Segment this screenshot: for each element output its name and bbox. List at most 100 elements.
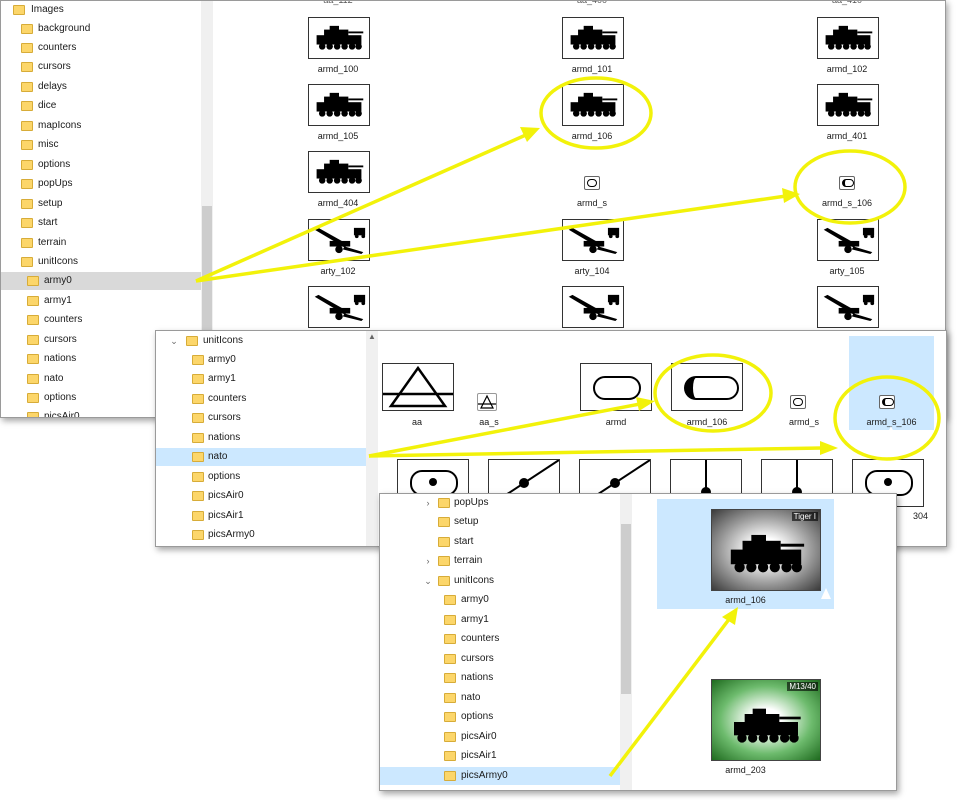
tree-item-options[interactable]: options (1, 156, 201, 174)
file-label: armd_203 (725, 765, 766, 775)
folder-icon (438, 576, 450, 586)
tree-item-counters[interactable]: counters (1, 39, 201, 57)
tree-item-nations[interactable]: nations (156, 429, 366, 447)
file-pane: Tiger I armd_106 M13/40 armd_203 (633, 494, 896, 790)
tree-item-label: nato (461, 692, 481, 703)
tree-item-label: picsArmy0 (461, 770, 508, 781)
tree-item-setup[interactable]: setup (380, 513, 620, 531)
chevron-down-icon[interactable]: ⌄ (170, 336, 178, 346)
tree-item-cursors[interactable]: cursors (1, 331, 201, 349)
tree-item-nato[interactable]: nato (380, 689, 620, 707)
tree-item-label: army0 (208, 354, 236, 365)
tree-item-options[interactable]: options (1, 389, 201, 407)
tree-item-popups[interactable]: › popUps (380, 494, 620, 512)
tree-item-counters[interactable]: counters (380, 630, 620, 648)
folder-icon (192, 452, 204, 462)
tree-item-counters[interactable]: counters (1, 311, 201, 329)
tree-item-cursors[interactable]: cursors (156, 409, 366, 427)
tree-item-army1[interactable]: army1 (380, 611, 620, 629)
tree-item-popups[interactable]: popUps (1, 175, 201, 193)
tree-item-nato[interactable]: nato (156, 448, 366, 466)
tree-item-picsarmy0[interactable]: picsArmy0 (156, 526, 366, 544)
folder-icon (21, 257, 33, 267)
tree-item-label: counters (38, 42, 77, 53)
folder-icon (444, 634, 456, 644)
tree-item-dice[interactable]: dice (1, 97, 201, 115)
artillery-thumbnail (817, 286, 879, 328)
tree-item-delays[interactable]: delays (1, 78, 201, 96)
tree-item-army0[interactable]: army0 (1, 272, 201, 290)
file-item-armd-106-selected[interactable]: Tiger I armd_106 (657, 499, 834, 609)
chevron-down-icon[interactable]: ⌄ (424, 576, 432, 586)
tree-item-nations[interactable]: nations (380, 669, 620, 687)
tree-item-cursors[interactable]: cursors (380, 650, 620, 668)
aa-symbol-icon (477, 393, 497, 411)
tree-item-options[interactable]: options (156, 468, 366, 486)
tree-item-label: picsAir0 (44, 411, 80, 417)
tree-item-label: terrain (454, 555, 483, 566)
tree-item-images[interactable]: Images (1, 1, 201, 19)
tree-item-army1[interactable]: army1 (1, 292, 201, 310)
scrollbar-thumb[interactable] (621, 524, 631, 694)
tree-item-cursors[interactable]: cursors (1, 58, 201, 76)
tree-item-nations[interactable]: nations (1, 350, 201, 368)
artillery-thumbnail (562, 219, 624, 261)
chevron-right-icon[interactable]: › (426, 498, 430, 508)
armor-symbol-thumbnail (671, 363, 743, 411)
aa-symbol-thumbnail (382, 363, 454, 411)
tree-item-label: army1 (44, 295, 72, 306)
folder-icon (21, 24, 33, 34)
tree-item-counters[interactable]: counters (156, 390, 366, 408)
tree-item-misc[interactable]: misc (1, 136, 201, 154)
tree-item-setup[interactable]: setup (1, 195, 201, 213)
tree-item-uniticons[interactable]: unitIcons (1, 253, 201, 271)
tree-scrollbar[interactable] (620, 494, 632, 790)
tree-item-label: options (208, 471, 241, 482)
file-item-armd-203[interactable]: M13/40 armd_203 (657, 669, 834, 779)
folder-icon (444, 673, 456, 683)
tree-item-army0[interactable]: army0 (156, 351, 366, 369)
tree-item-picsair0[interactable]: picsAir0 (1, 408, 201, 417)
folder-icon (21, 199, 33, 209)
tree-item-army1[interactable]: army1 (156, 370, 366, 388)
tank-name-badge: Tiger I (791, 512, 818, 521)
file-label: armd_401 (826, 131, 868, 141)
tree-item-label: counters (208, 393, 247, 404)
tree-item-label: setup (454, 516, 479, 527)
tree-item-label: options (461, 711, 494, 722)
scrollbar-thumb[interactable] (202, 206, 212, 406)
tree-item-picsair0[interactable]: picsAir0 (156, 487, 366, 505)
tree-item-uniticons[interactable]: ⌄ unitIcons (380, 572, 620, 590)
file-label: armd_102 (826, 64, 868, 74)
tree-item-terrain[interactable]: terrain (1, 234, 201, 252)
mouse-cursor (886, 426, 896, 437)
file-item-armd-s-106-selected[interactable]: armd_s_106 (849, 336, 934, 430)
tree-item-picsair1[interactable]: picsAir1 (380, 747, 620, 765)
tree-item-nato[interactable]: nato (1, 370, 201, 388)
file-label: aa_s (479, 417, 499, 427)
tree-item-uniticons[interactable]: ⌄ unitIcons (156, 332, 366, 350)
tree-item-label: army1 (208, 373, 236, 384)
tree-item-picsair1[interactable]: picsAir1 (156, 507, 366, 525)
folder-tree: Images background counters cursors delay… (1, 1, 213, 417)
chevron-right-icon[interactable]: › (426, 556, 430, 566)
tank-thumbnail (562, 17, 624, 59)
tree-item-mapicons[interactable]: mapIcons (1, 117, 201, 135)
tree-item-start[interactable]: start (380, 533, 620, 551)
tree-item-options[interactable]: options (380, 708, 620, 726)
folder-icon (27, 412, 39, 417)
tree-item-picsarmy0[interactable]: picsArmy0 (380, 767, 620, 785)
artillery-thumbnail (562, 286, 624, 328)
tree-item-label: picsAir1 (461, 750, 497, 761)
tree-item-terrain[interactable]: › terrain (380, 552, 620, 570)
tree-item-start[interactable]: start (1, 214, 201, 232)
tree-item-label: picsAir1 (208, 510, 244, 521)
tree-scrollbar[interactable]: ▲ (366, 331, 378, 546)
tree-item-label: start (454, 536, 474, 547)
scroll-up-icon[interactable]: ▲ (368, 332, 376, 341)
tree-item-picsair0[interactable]: picsAir0 (380, 728, 620, 746)
tree-item-label: picsAir0 (461, 731, 497, 742)
tree-item-background[interactable]: background (1, 20, 201, 38)
folder-icon (192, 413, 204, 423)
tree-item-army0[interactable]: army0 (380, 591, 620, 609)
